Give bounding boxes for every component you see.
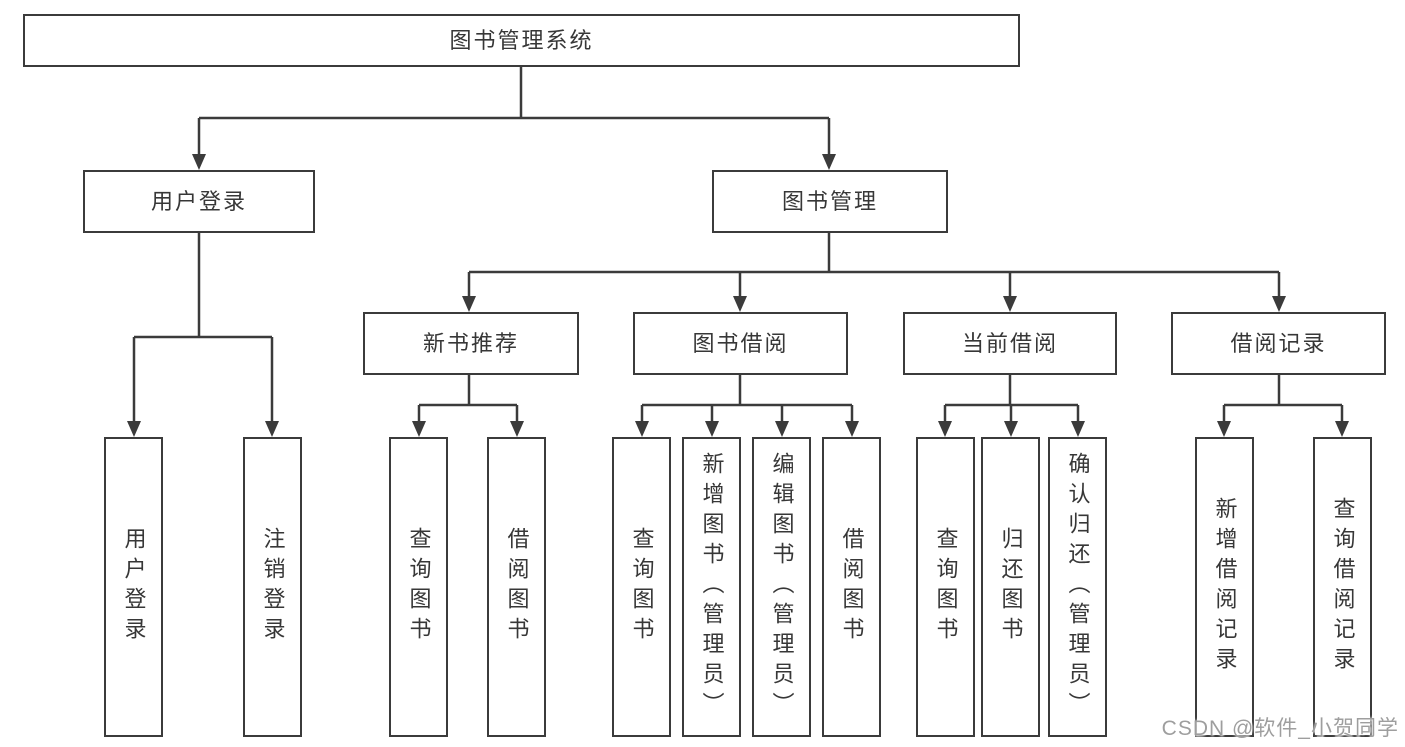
leaf-query-books-current: 查询图书	[916, 437, 975, 737]
node-borrowing-records: 借阅记录	[1171, 312, 1386, 375]
node-current-borrowing-label: 当前借阅	[961, 330, 1058, 356]
leaf-add-book-admin: 新增图书（管理员）	[682, 437, 741, 737]
node-user-login-label: 用户登录	[150, 188, 247, 214]
leaf-edit-book-admin: 编辑图书（管理员）	[752, 437, 811, 737]
leaf-borrow-books-borrowing-label: 借阅图书	[839, 527, 865, 647]
leaf-query-books-borrowing-label: 查询图书	[629, 527, 655, 647]
leaf-query-books-recommend-label: 查询图书	[406, 527, 432, 647]
leaf-add-book-admin-label: 新增图书（管理员）	[699, 452, 725, 722]
node-current-borrowing: 当前借阅	[903, 312, 1117, 375]
leaf-query-books-current-label: 查询图书	[933, 527, 959, 647]
node-book-borrowing: 图书借阅	[633, 312, 848, 375]
node-book-management: 图书管理	[712, 170, 948, 233]
node-library-system: 图书管理系统	[23, 14, 1020, 67]
node-book-borrowing-label: 图书借阅	[692, 330, 789, 356]
leaf-confirm-return-admin-label: 确认归还（管理员）	[1065, 452, 1091, 722]
node-new-book-recommendation-label: 新书推荐	[422, 330, 519, 356]
leaf-query-borrow-record-label: 查询借阅记录	[1330, 497, 1356, 677]
node-library-system-label: 图书管理系统	[449, 27, 594, 53]
connector-path	[132, 67, 1344, 425]
leaf-add-borrow-record: 新增借阅记录	[1195, 437, 1254, 737]
node-user-login: 用户登录	[83, 170, 315, 233]
leaf-logout-label: 注销登录	[260, 527, 286, 647]
leaf-logout: 注销登录	[243, 437, 302, 737]
leaf-borrow-books-borrowing: 借阅图书	[822, 437, 881, 737]
csdn-watermark: CSDN @软件_小贺同学	[1161, 717, 1399, 740]
leaf-user-login: 用户登录	[104, 437, 163, 737]
leaf-return-book-label: 归还图书	[998, 527, 1024, 647]
leaf-query-books-borrowing: 查询图书	[612, 437, 671, 737]
leaf-query-books-recommend: 查询图书	[389, 437, 448, 737]
leaf-borrow-books-recommend-label: 借阅图书	[504, 527, 530, 647]
leaf-confirm-return-admin: 确认归还（管理员）	[1048, 437, 1107, 737]
leaf-user-login-label: 用户登录	[121, 527, 147, 647]
leaf-query-borrow-record: 查询借阅记录	[1313, 437, 1372, 737]
leaf-edit-book-admin-label: 编辑图书（管理员）	[769, 452, 795, 722]
node-borrowing-records-label: 借阅记录	[1230, 330, 1327, 356]
node-book-management-label: 图书管理	[781, 188, 878, 214]
node-new-book-recommendation: 新书推荐	[363, 312, 579, 375]
leaf-add-borrow-record-label: 新增借阅记录	[1212, 497, 1238, 677]
leaf-borrow-books-recommend: 借阅图书	[487, 437, 546, 737]
leaf-return-book: 归还图书	[981, 437, 1040, 737]
